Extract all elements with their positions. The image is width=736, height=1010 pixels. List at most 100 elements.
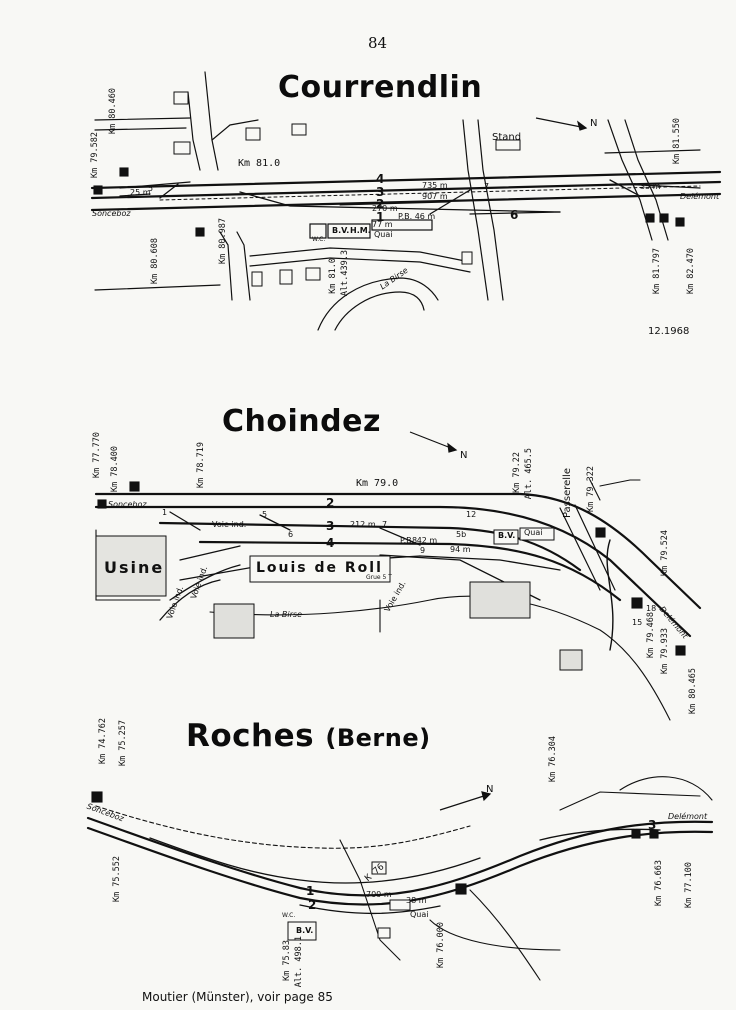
track-number: 2 (326, 496, 335, 510)
track-number: 2 (308, 898, 317, 912)
factory-label: Usine (104, 558, 165, 577)
track-number: 4 (376, 172, 385, 186)
km-label: Alt. 498.1 (294, 936, 304, 988)
roches-buildings (287, 861, 411, 941)
track-number: 1 (306, 884, 315, 898)
track-number: 9 (420, 546, 426, 555)
north-label-courrendlin: N (590, 118, 598, 129)
choindez-terrain (95, 479, 671, 721)
km-label: Km 80.465 (688, 668, 698, 715)
station-title-choindez: Choindez (222, 404, 381, 439)
station-building-label: H.M. (350, 226, 371, 235)
footbridge-label: Passerelle (562, 468, 573, 519)
platform-label: Quai (374, 230, 393, 239)
distance-label: P.B. 46 m (398, 212, 436, 221)
choindez-footbridge (559, 507, 601, 591)
distance-label: 212 m (350, 520, 376, 529)
distance-label: 38 m (406, 896, 427, 905)
courrendlin-buildings (173, 91, 521, 287)
track-number: 15 (632, 618, 643, 627)
footer-note: Moutier (Münster), voir page 85 (142, 990, 333, 1004)
courrendlin-river (317, 277, 439, 331)
track-number: 3 (648, 818, 657, 832)
km-label: Km 76.000 (436, 922, 446, 969)
station-canton: (Berne) (325, 724, 431, 752)
toilet-label: W.C. (312, 236, 326, 243)
km-label: Km 81.0 (238, 158, 281, 169)
km-label: Alt.439.3 (340, 250, 350, 297)
direction-label: Sonceboz (108, 500, 147, 509)
direction-label: Delémont (680, 192, 720, 201)
track-number: 4 (326, 536, 335, 550)
page-number: 84 (368, 34, 388, 52)
platform-label: Quai (410, 910, 429, 919)
station-title-roches: Roches (Berne) (186, 718, 431, 754)
distance-label: 735 m (422, 181, 448, 190)
choindez-tracks (94, 492, 702, 638)
km-label: Km 81.550 (672, 118, 682, 165)
courrendlin-tracks (90, 170, 722, 215)
track-number: 3 (376, 185, 385, 199)
north-label-choindez: N (460, 450, 468, 461)
km-label: Km 79.933 (660, 628, 670, 675)
roches-tracks (86, 816, 714, 915)
crane-label: Grue 5 T (366, 574, 392, 581)
km-label: Km 75.83 (282, 940, 292, 981)
km-label: Km 79.468 (646, 612, 656, 659)
km-label: Km 79.322 (586, 466, 596, 513)
km-label: Km 75.257 (118, 720, 128, 767)
station-building-label: B.V. (296, 926, 314, 935)
distance-label: 907 m (422, 192, 448, 201)
km-label: Km 78.719 (196, 442, 206, 489)
track-number: 2 (376, 197, 385, 211)
track-number: 3 (326, 519, 335, 533)
km-label: Km 79.0 (356, 478, 399, 489)
distance-label: 94 m (450, 545, 471, 554)
km-label: Km 80.460 (108, 88, 118, 135)
platform-label: Quai (524, 528, 543, 537)
distance-label: 77 m (372, 220, 393, 229)
distance-label: 25 m (130, 188, 151, 197)
track-number: 5b (456, 530, 467, 539)
distance-label: 35 m (640, 182, 661, 191)
station-building-label: B.V. (332, 226, 350, 235)
km-label: Km 75.552 (112, 856, 122, 903)
km-label: Km 77.770 (92, 432, 102, 479)
track-number: 18 (646, 604, 657, 613)
station-title-courrendlin: Courrendlin (278, 70, 483, 105)
track-number: 5 (262, 510, 268, 519)
factory-name-label: Louis de Roll (256, 560, 383, 576)
km-label: Km 76.663 (654, 860, 664, 907)
track-number: 1 (162, 508, 168, 517)
north-arrows (409, 117, 588, 811)
km-label: Km 82.470 (686, 248, 696, 295)
track-number: 6 (288, 530, 294, 539)
distance-label: 700 m (366, 890, 392, 899)
km-label: Km 81.0 (328, 258, 338, 294)
direction-label: Delémont (668, 812, 708, 821)
distance-label: 270 m (372, 204, 398, 213)
track-number: 1 (376, 210, 385, 224)
km-label: Km 80.608 (150, 238, 160, 285)
station-name: Roches (186, 718, 315, 754)
distance-label: P.B. 42 m (400, 536, 438, 545)
north-label-roches: N (486, 784, 494, 795)
toilet-label: W.C. (282, 912, 296, 919)
river-label: La Birse (270, 610, 302, 619)
km-label: Alt. 465.5 (524, 448, 534, 500)
track-number: 5 (148, 184, 154, 193)
km-label: Km 76.304 (548, 736, 558, 783)
courrendlin-station (309, 219, 433, 239)
place-label: Stand (492, 132, 522, 143)
station-building-label: B.V. (498, 531, 516, 540)
choindez-river-east (606, 539, 614, 651)
km-label: Km 81.797 (652, 248, 662, 295)
siding-label: Voie ind. (212, 520, 247, 529)
track-number: 6 (510, 208, 519, 222)
track-number: 7 (382, 520, 388, 529)
track-number: 8 (412, 536, 418, 545)
date-label: 12.1968 (648, 326, 690, 337)
km-label: Km 79.582 (90, 132, 100, 179)
